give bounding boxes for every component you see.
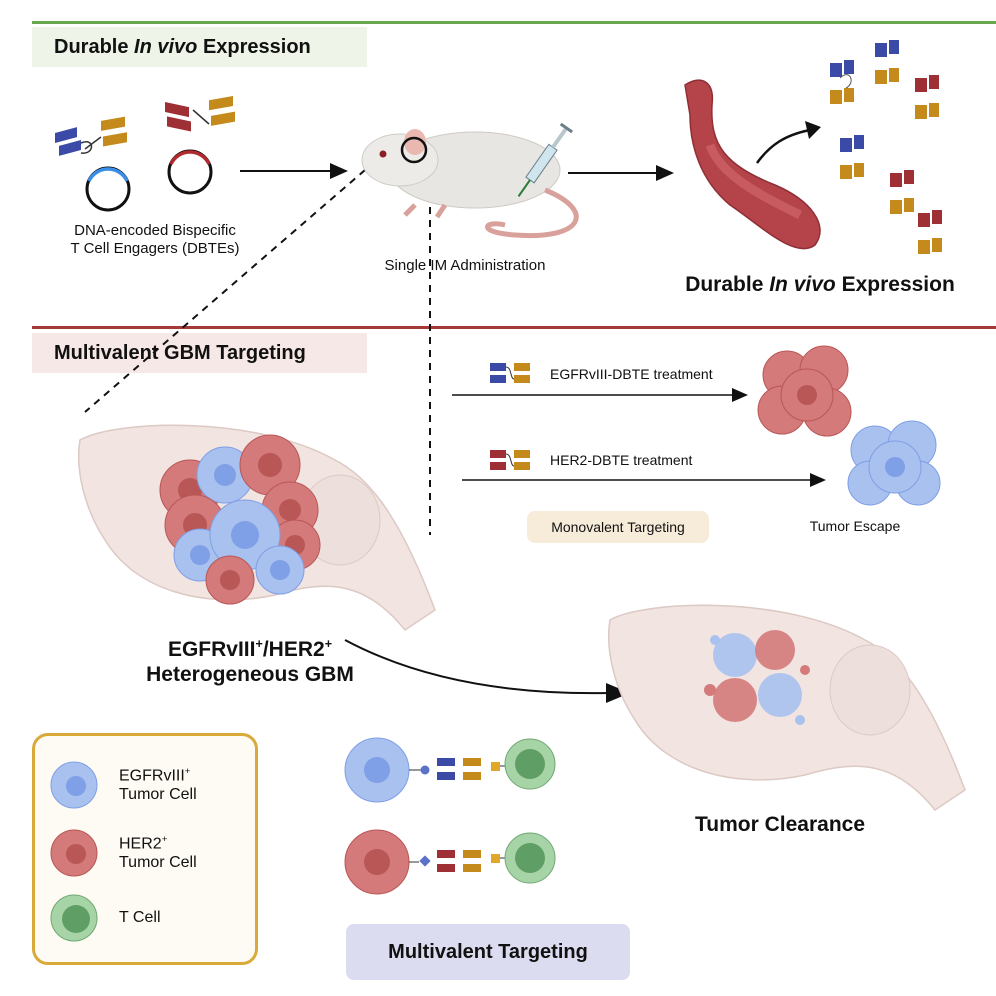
top-section-title: Durable In vivo Expression	[32, 27, 367, 67]
expressed-egfr-dbte	[875, 40, 899, 84]
legend-item-egfr-cell: EGFRvIII+Tumor Cell	[49, 760, 197, 810]
egfr-tumor-remaining	[847, 420, 941, 506]
bottom-section-title: Multivalent GBM Targeting	[32, 333, 367, 373]
gbm-brain-illustration	[77, 424, 436, 632]
arrow-to-tumor-clearance	[344, 639, 630, 703]
expressed-egfr-dbte	[840, 135, 864, 179]
her2-tcell-engagement	[344, 829, 556, 895]
curved-arrow-to-molecules	[755, 121, 821, 164]
arrow-to-vessel	[568, 165, 674, 181]
multivalent-targeting-badge: Multivalent Targeting	[346, 924, 630, 980]
monovalent-targeting-badge: Monovalent Targeting	[527, 511, 709, 543]
blood-vessel-illustration	[684, 79, 821, 250]
egfr-tcell-engagement	[344, 737, 556, 803]
dbte-plasmids-illustration	[55, 96, 235, 212]
syringe-icon	[517, 122, 574, 197]
head-injection-circle	[400, 136, 428, 164]
her2-treatment-label: HER2-DBTE treatment	[550, 452, 693, 468]
gbm-label: EGFRvIII+/HER2+ Heterogeneous GBM	[146, 637, 354, 687]
bottom-section-rule	[32, 326, 996, 329]
expressed-her2-dbte	[890, 170, 914, 214]
her2-treatment-arrow	[462, 473, 826, 487]
top-section-rule	[32, 21, 996, 24]
multivalent-binding-illustration	[344, 737, 556, 895]
expressed-her2-dbte	[915, 75, 939, 119]
dbte-label: DNA-encoded Bispecific T Cell Engagers (…	[70, 222, 240, 257]
egfr-dbte-icon	[55, 116, 127, 156]
expressed-her2-dbte	[918, 210, 942, 254]
legend: EGFRvIII+Tumor Cell HER2+Tumor Cell T Ce…	[32, 733, 258, 965]
arrow-to-mouse	[240, 163, 348, 179]
cleared-brain-illustration	[607, 604, 966, 812]
egfr-treatment-arrow	[452, 388, 748, 402]
dashed-line-diagonal	[84, 169, 366, 413]
her2-dbte-icon	[165, 96, 235, 132]
expressed-egfr-dbte	[830, 60, 854, 104]
legend-item-her2-cell: HER2+Tumor Cell	[49, 828, 197, 878]
egfr-tumor-cell-icon	[50, 761, 98, 809]
administration-label: Single IM Administration	[384, 257, 546, 274]
egfr-treatment-label: EGFRvIII-DBTE treatment	[550, 366, 713, 382]
expressed-dbte-molecules	[830, 40, 942, 254]
her2-tumor-cell-icon	[50, 829, 98, 877]
tumor-clearance-label: Tumor Clearance	[695, 813, 865, 836]
her2-tumor-remaining	[757, 345, 852, 437]
her2-dbte-small-icon	[490, 450, 530, 470]
durable-expression-label: Durable In vivo Expression	[685, 273, 955, 296]
legend-item-t-cell: T Cell	[49, 893, 161, 943]
t-cell-icon	[50, 894, 98, 942]
tumor-escape-label: Tumor Escape	[809, 518, 901, 534]
mouse-illustration	[361, 122, 579, 239]
heterogeneous-tumor	[159, 434, 321, 605]
fragmented-tumor	[704, 630, 810, 725]
egfr-dbte-small-icon	[490, 363, 530, 383]
